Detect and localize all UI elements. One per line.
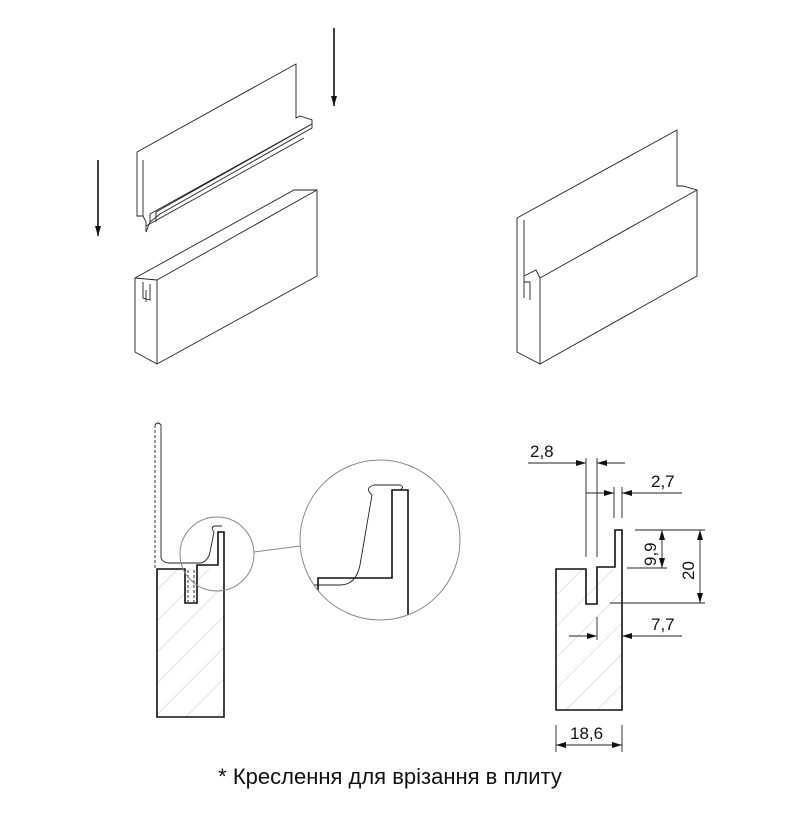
board-part [134, 189, 318, 365]
dim-board-thickness: 18,6 [570, 724, 603, 743]
dim-lip-width: 2,7 [651, 472, 675, 491]
dim-lip-height: 9,9 [641, 542, 660, 566]
detail-magnified [300, 484, 409, 620]
profile-part [136, 63, 313, 233]
detail-circle [299, 459, 461, 621]
exploded-iso-view [95, 28, 337, 365]
dim-slot-width: 2,8 [530, 442, 554, 461]
assembled-iso-view [516, 129, 698, 365]
dim-total-height: 20 [679, 561, 698, 580]
dim-offset: 7,7 [651, 615, 675, 634]
section-view [154, 422, 461, 718]
caption: * Креслення для врізання в плиту [218, 764, 562, 789]
dimensioned-section: 2,8 2,7 9,9 20 7,7 18,6 [528, 442, 705, 752]
